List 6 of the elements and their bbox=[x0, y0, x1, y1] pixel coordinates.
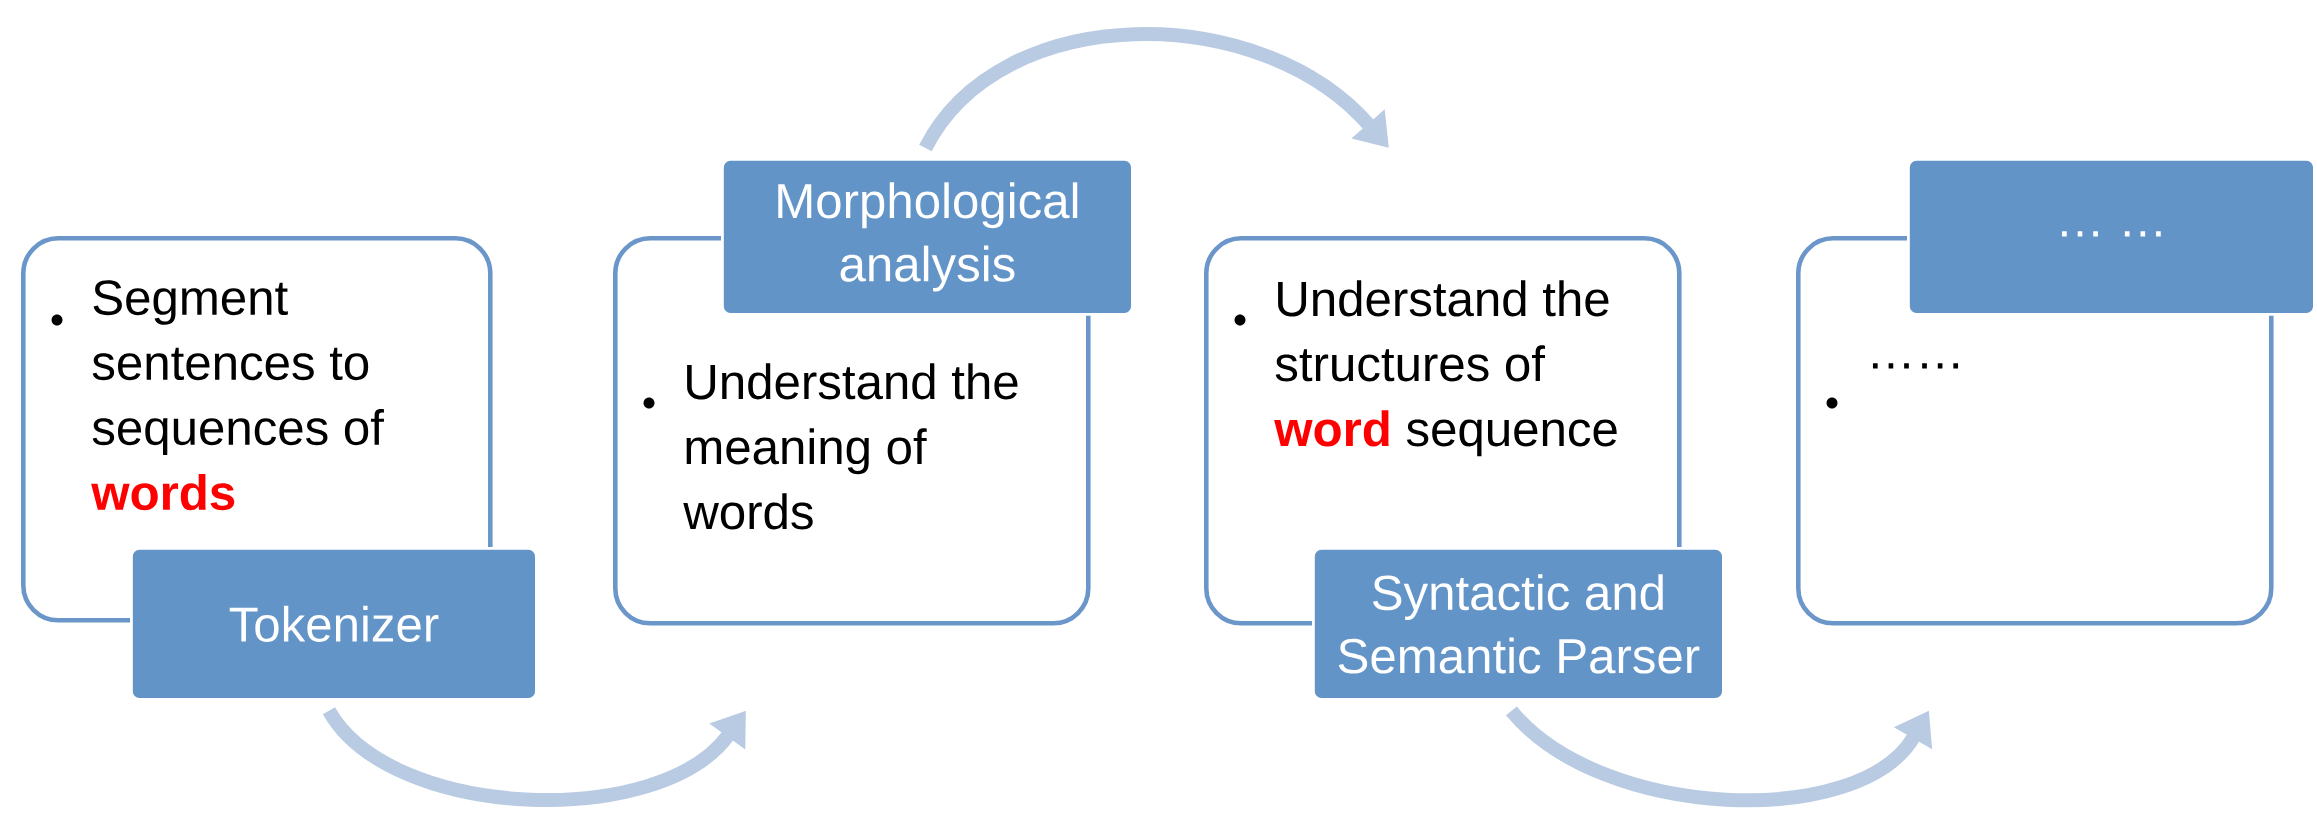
curved-arrow bbox=[919, 27, 1389, 152]
label-box: Syntactic and Semantic Parser bbox=[1312, 547, 1725, 701]
label-box: Morphological analysis bbox=[721, 158, 1134, 316]
curved-arrow bbox=[323, 706, 746, 807]
label-box: Tokenizer bbox=[130, 547, 538, 701]
label-box: … … bbox=[1907, 158, 2316, 316]
